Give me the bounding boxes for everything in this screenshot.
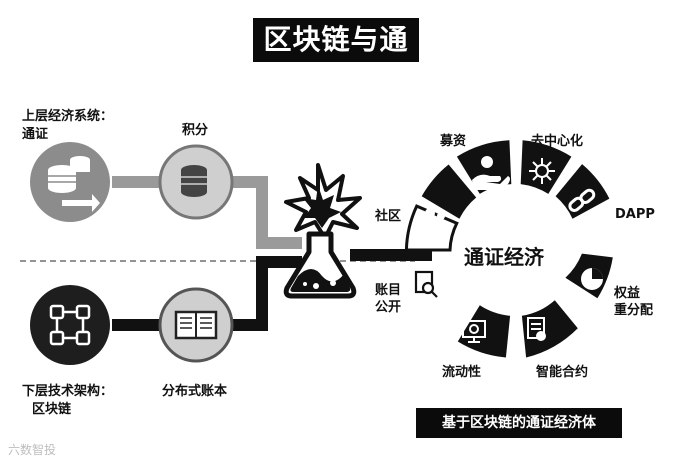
token-coins-icon: [30, 142, 110, 222]
lower-layer-label-line2: 区块链: [32, 402, 72, 417]
points-label: 积分: [182, 123, 209, 138]
money-monitor-icon: [462, 320, 486, 343]
points-coins-icon: [158, 144, 234, 220]
bottom-caption: 基于区块链的通证经济体: [416, 408, 622, 438]
segment-label-equity-line1: 权益: [614, 286, 641, 301]
ring-segment-contract: [521, 300, 578, 358]
segment-label-liquidity: 流动性: [442, 365, 482, 380]
segment-label-dapp: DAPP: [615, 207, 655, 222]
ledger-book-icon: [158, 287, 234, 363]
connector-points-flask: [233, 176, 302, 249]
contract-icon: [527, 317, 546, 341]
pie-chart-icon: [581, 268, 603, 290]
segment-label-equity-line2: 重分配: [614, 303, 654, 318]
segment-label-ledger-line1: 账目: [375, 283, 402, 298]
page-title: 区块链与通证: [253, 18, 419, 100]
ring-center-label: 通证经济: [464, 245, 544, 269]
segment-label-fundraising: 募资: [440, 134, 467, 149]
flask-icon: [283, 231, 357, 299]
chain-link-icon: [568, 188, 596, 212]
upper-layer-label-line2: 通证: [22, 127, 49, 142]
upper-layer-label-line1: 上层经济系统：: [22, 109, 114, 124]
watermark: 六数智投: [8, 443, 57, 457]
fundraising-icon: [472, 156, 510, 190]
ring-segment-dapp: [555, 164, 610, 219]
segment-label-ledger-line2: 公开: [375, 300, 402, 315]
network-icon: [529, 158, 555, 184]
blockchain-network-icon: [30, 285, 110, 365]
segment-label-community: 社区: [375, 209, 402, 224]
segment-label-contract: 智能合约: [536, 365, 589, 380]
ring-segment-liquidity: [457, 305, 511, 358]
explosion-icon: [284, 163, 362, 240]
connector-ledger-flask: [233, 256, 302, 331]
community-icon: [412, 208, 448, 231]
lower-layer-label-line1: 下层技术架构：: [22, 384, 114, 399]
document-search-icon: [414, 270, 438, 298]
segment-label-decentralization: 去中心化: [531, 134, 584, 149]
ledger-label: 分布式账本: [162, 384, 228, 399]
ring-segment-community: [421, 164, 477, 219]
